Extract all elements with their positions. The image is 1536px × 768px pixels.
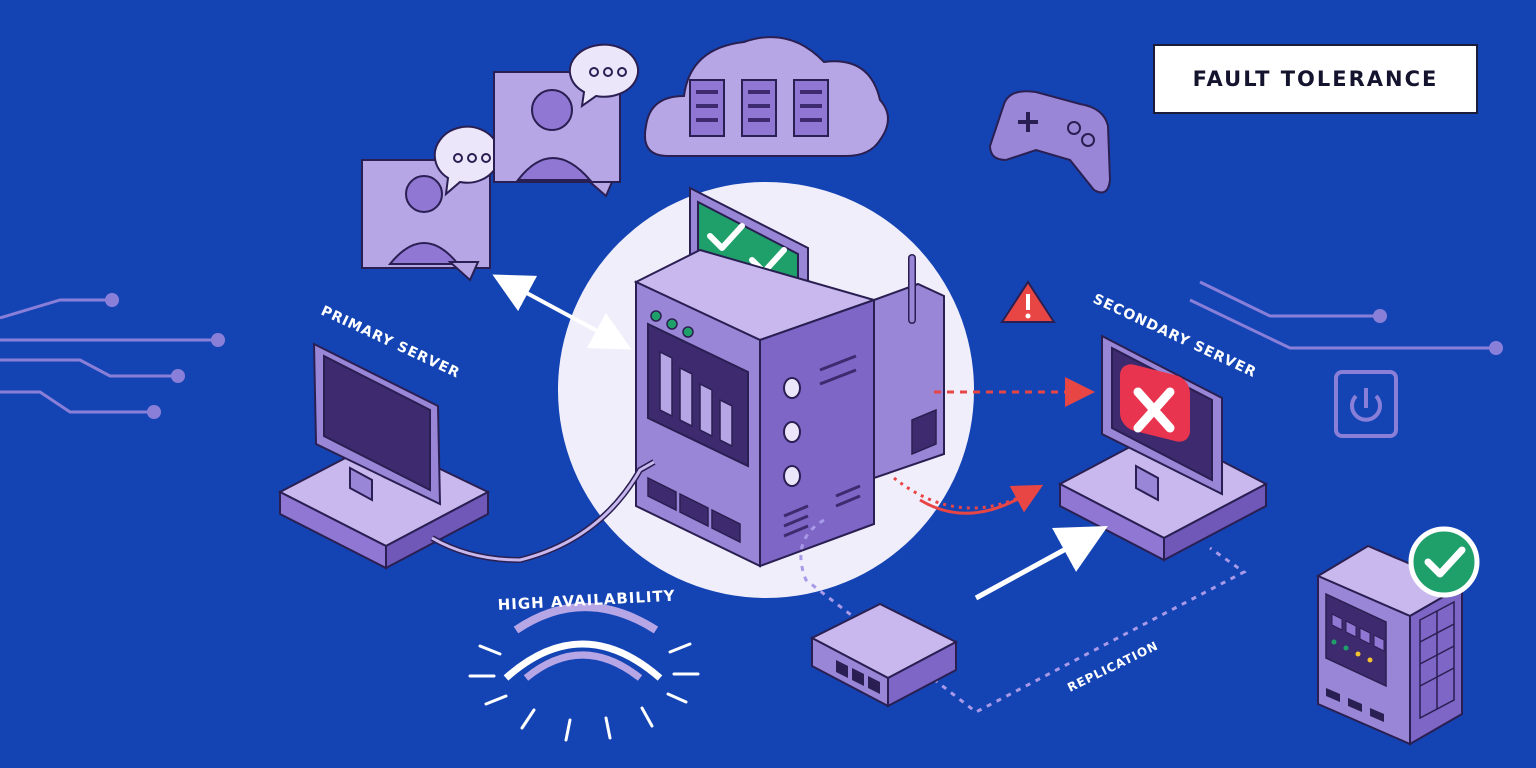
cloud-icon (644, 36, 889, 157)
arrow-to-secondary (974, 526, 1108, 601)
primary-server (277, 342, 491, 570)
title-box: FAULT TOLERANCE (1153, 44, 1478, 114)
central-server (633, 186, 945, 568)
backup-server (1315, 544, 1465, 746)
arrow-agents-to-server (492, 274, 632, 350)
replication-label: REPLICATION (1065, 639, 1160, 695)
chat-bubble-icon (568, 43, 640, 109)
page-title: FAULT TOLERANCE (1192, 67, 1439, 91)
error-x-icon (1120, 364, 1190, 442)
circuit-lines-left (0, 293, 225, 419)
chat-bubble-icon (433, 125, 501, 197)
high-availability-icon (468, 603, 700, 742)
checkmark-icon (1408, 526, 1480, 598)
support-agent-card-1 (361, 159, 491, 282)
network-switch (809, 602, 959, 708)
circuit-lines-right (1189, 280, 1503, 355)
warning-icon (1000, 280, 1056, 323)
gamepad-icon (988, 90, 1112, 194)
power-icon (1334, 370, 1398, 438)
